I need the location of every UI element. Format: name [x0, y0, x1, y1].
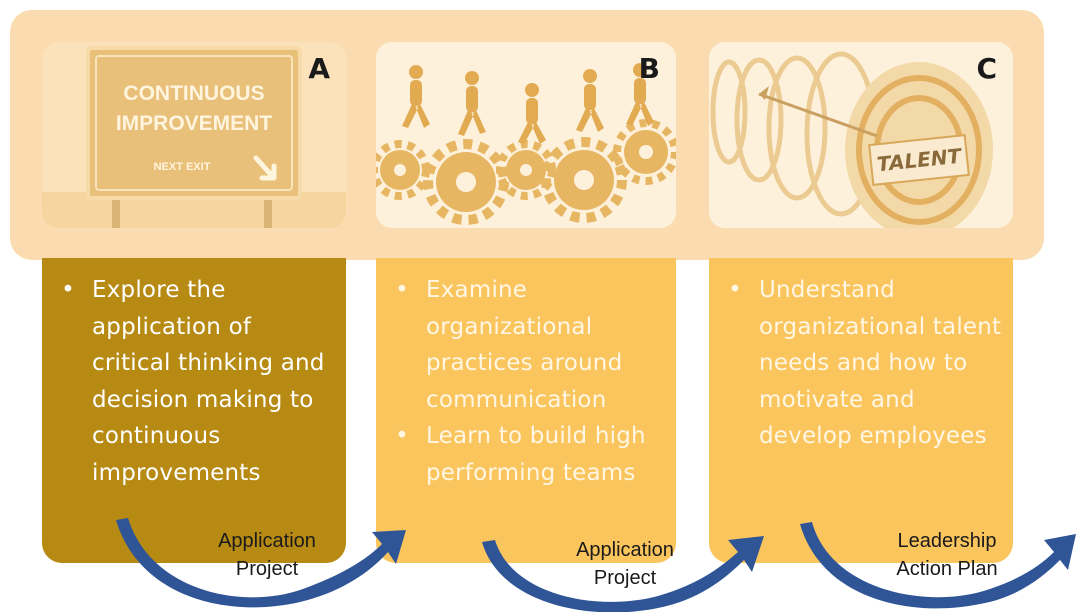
panel-letter-c: C [976, 52, 997, 85]
panel-b-bullets: • Examine organizational practices around… [390, 272, 666, 491]
gears-illustration [376, 42, 676, 228]
panel-letter-b: B [638, 52, 660, 85]
connector-label-1: Application Project [198, 527, 336, 583]
bullet-icon: • [728, 277, 742, 303]
list-item: • Learn to build high performing teams [390, 418, 666, 491]
bullet-icon: • [395, 423, 409, 449]
road-sign-illustration: CONTINUOUS IMPROVEMENT NEXT EXIT [42, 42, 346, 228]
teamwork-gears-image: B [376, 42, 676, 228]
connector-label-line: Project [593, 567, 657, 589]
panel-letter-a: A [308, 52, 330, 85]
connector-label-line: Action Plan [896, 558, 998, 580]
connector-label-line: Application [218, 530, 316, 552]
connector-label-line: Application [576, 539, 674, 561]
talent-target-image: TALENT C [709, 42, 1013, 228]
connector-arrow-2 [482, 536, 764, 612]
sign-line-1: CONTINUOUS [123, 82, 264, 105]
sign-line-3: NEXT EXIT [154, 161, 211, 173]
exit-arrow-icon [253, 155, 277, 181]
bullet-icon: • [395, 277, 409, 303]
panel-c-bullets: • Understand organizational talent needs … [723, 272, 1003, 455]
connector-arrow-3 [800, 522, 1076, 609]
bullet-icon: • [61, 277, 75, 303]
connector-arrow-1 [116, 518, 406, 608]
continuous-improvement-image: CONTINUOUS IMPROVEMENT NEXT EXIT A [42, 42, 346, 228]
sign-line-2: IMPROVEMENT [116, 112, 273, 135]
bullet-text: Examine organizational practices around … [426, 277, 623, 413]
panel-b-card: • Examine organizational practices around… [376, 258, 676, 563]
arrow-icon [758, 92, 878, 138]
bullet-text: Learn to build high performing teams [426, 423, 646, 486]
bullet-text: Understand organizational talent needs a… [759, 277, 1002, 449]
list-item: • Explore the application of critical thi… [56, 272, 336, 491]
connector-label-3: Leadership Action Plan [874, 527, 1020, 583]
runner-figures [402, 63, 654, 144]
connector-label-2: Application Project [556, 536, 694, 592]
bullet-text: Explore the application of critical thin… [92, 277, 325, 486]
connector-label-line: Project [235, 558, 299, 580]
panel-a-bullets: • Explore the application of critical thi… [56, 272, 336, 491]
panel-c-card: • Understand organizational talent needs … [709, 258, 1013, 563]
list-item: • Understand organizational talent needs … [723, 272, 1003, 455]
panel-a-card: • Explore the application of critical thi… [42, 258, 346, 563]
target-illustration: TALENT [709, 42, 1013, 228]
connector-label-line: Leadership [897, 530, 997, 552]
list-item: • Examine organizational practices around… [390, 272, 666, 418]
